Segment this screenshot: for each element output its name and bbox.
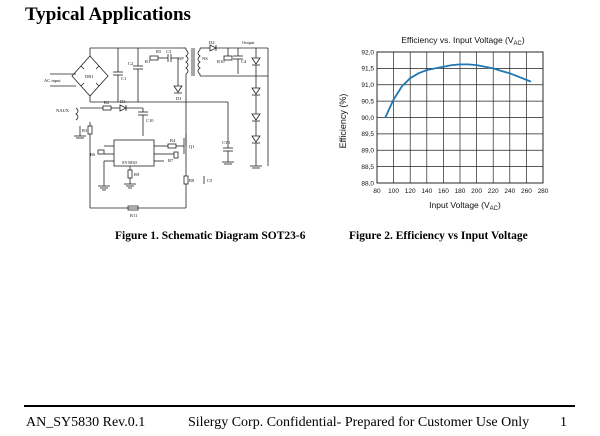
- x-tick-label: 100: [388, 188, 399, 195]
- efficiency-series-line: [384, 63, 531, 118]
- data-point: [476, 64, 478, 66]
- label-c3: C3: [166, 49, 172, 54]
- data-point: [451, 64, 453, 66]
- y-tick-label: 88,0: [361, 180, 374, 187]
- label-np: NP: [178, 56, 184, 61]
- y-tick-label: 90,0: [361, 115, 374, 122]
- label-r6: R6: [90, 152, 96, 157]
- data-point: [417, 72, 420, 74]
- section-title: Typical Applications: [25, 4, 191, 25]
- label-ac-input: AC input: [44, 78, 61, 83]
- label-r9: R9: [134, 172, 140, 177]
- data-point: [492, 67, 494, 69]
- label-ns: NS: [202, 56, 208, 61]
- label-r8: R8: [189, 178, 195, 183]
- x-tick-label: 280: [538, 188, 549, 195]
- data-point: [434, 67, 436, 69]
- label-r11: R11: [130, 213, 137, 218]
- label-naux: NAUX: [56, 108, 70, 113]
- footer-doc-id: AN_SY5830 Rev.0.1: [26, 415, 146, 430]
- label-d1: D1: [176, 96, 182, 101]
- plot-frame: [376, 51, 544, 184]
- efficiency-chart: Efficiency vs. Input Voltage (VAC) Effic…: [338, 35, 549, 212]
- footer-rule: [24, 405, 575, 407]
- label-d3: D3: [120, 99, 126, 104]
- y-tick-label: 89,5: [361, 131, 374, 138]
- chart-xlabel: Input Voltage (VAC): [429, 200, 501, 212]
- label-c2: C2: [128, 61, 133, 66]
- label-c10: C10: [146, 118, 154, 123]
- y-tick-label: 89,0: [361, 148, 374, 155]
- label-cy1: CY1: [222, 140, 231, 145]
- data-point: [484, 66, 486, 68]
- label-q1: Q1: [189, 144, 195, 149]
- footer-page-number: 1: [560, 415, 567, 430]
- label-d2: D2: [209, 40, 215, 45]
- label-r7: R7: [168, 158, 174, 163]
- y-tick-label: 90,5: [361, 98, 374, 105]
- y-tick-label: 92,0: [361, 49, 374, 56]
- label-r3: R3: [82, 128, 88, 133]
- label-c5: C5: [207, 178, 213, 183]
- x-tick-label: 240: [504, 188, 515, 195]
- figure2-caption: Figure 2. Efficiency vs Input Voltage: [349, 230, 528, 242]
- y-tick-label: 88,5: [361, 164, 374, 171]
- label-c4: C4: [241, 59, 247, 64]
- data-point: [500, 70, 503, 72]
- x-tick-label: 80: [373, 188, 381, 195]
- label-db1: DB1: [85, 74, 94, 79]
- footer-notice: Silergy Corp. Confidential- Prepared for…: [188, 415, 530, 430]
- y-tick-label: 91,5: [361, 66, 374, 73]
- label-r4: R4: [170, 138, 176, 143]
- data-point: [459, 63, 461, 65]
- schematic-diagram: AC input DB1 C1 C2 R1 C3 R5 D1 NP NS D2 …: [44, 40, 269, 218]
- figure1-caption: Figure 1. Schematic Diagram SOT23-6: [115, 230, 306, 242]
- data-point: [517, 76, 519, 78]
- data-point: [442, 66, 444, 68]
- y-tick-label: 91,0: [361, 82, 374, 89]
- data-point: [393, 98, 395, 101]
- x-tick-label: 120: [405, 188, 416, 195]
- label-r10: R10: [217, 59, 225, 64]
- data-point: [409, 77, 411, 79]
- label-r1: R1: [145, 59, 150, 64]
- x-tick-label: 160: [438, 188, 449, 195]
- data-point: [426, 69, 428, 71]
- data-point: [467, 63, 469, 65]
- x-tick-label: 220: [488, 188, 499, 195]
- x-tick-label: 200: [471, 188, 482, 195]
- x-tick-label: 180: [455, 188, 466, 195]
- label-c1: C1: [121, 76, 126, 81]
- data-point: [401, 85, 403, 87]
- chart-ylabel: Efficiency (%): [338, 94, 348, 149]
- label-r2: R2: [104, 100, 109, 105]
- x-tick-label: 140: [421, 188, 432, 195]
- x-tick-label: 260: [521, 188, 532, 195]
- data-point: [530, 80, 532, 83]
- label-r5: R5: [156, 49, 162, 54]
- chart-title: Efficiency vs. Input Voltage (VAC): [401, 35, 525, 47]
- data-point: [384, 116, 386, 119]
- label-output: Output: [242, 40, 255, 45]
- label-ic: SY5830: [122, 160, 138, 165]
- data-point: [509, 72, 511, 74]
